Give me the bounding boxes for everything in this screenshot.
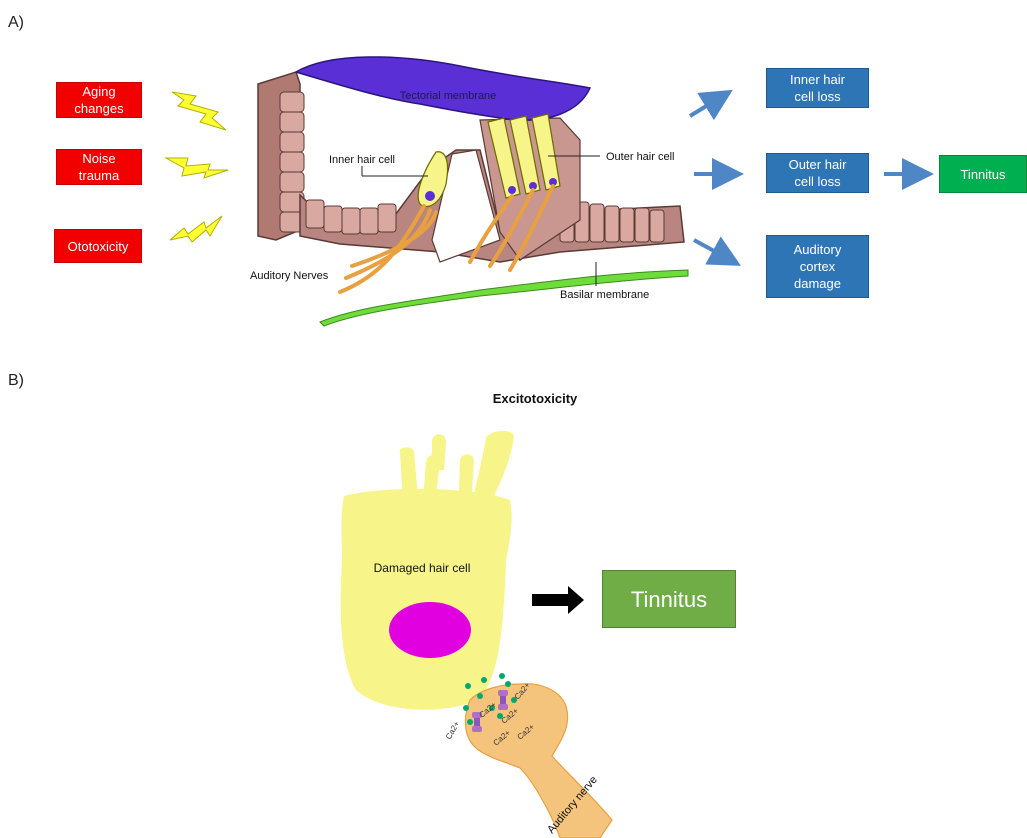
label-tectorial: Tectorial membrane xyxy=(400,90,497,102)
nucleus xyxy=(389,602,471,658)
label-basilar-membrane: Basilar membrane xyxy=(560,289,649,301)
panel-b-title: Excitotoxicity xyxy=(493,391,578,406)
effect-arrows xyxy=(690,94,926,262)
damaged-hair-cell-label: Damaged hair cell xyxy=(374,561,471,575)
label-outer-hair-cell: Outer hair cell xyxy=(606,151,674,163)
label-inner-hair-cell: Inner hair cell xyxy=(329,154,395,166)
ion-label: Ca2+ xyxy=(444,719,462,741)
label-auditory-nerves: Auditory Nerves xyxy=(250,270,329,282)
tectorial-membrane xyxy=(296,57,590,120)
lightning-icon xyxy=(172,92,226,130)
lightning-icon xyxy=(170,216,222,242)
tinnitus-box-b: Tinnitus xyxy=(602,570,736,628)
lightning-icon xyxy=(166,158,228,178)
black-arrow-icon xyxy=(532,586,584,614)
